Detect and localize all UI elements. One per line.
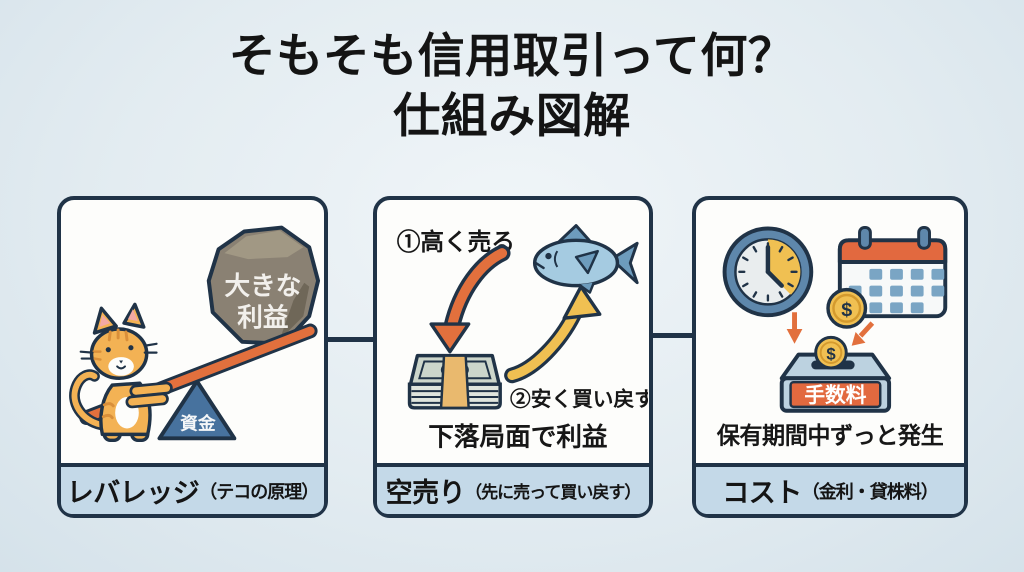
panel-cost-footer: コスト（金利・貸株料） (696, 463, 964, 514)
leverage-illustration: 大きな 利益 資金 (69, 225, 321, 443)
page-title-line2: 仕組み図解 (393, 89, 631, 142)
coin-in-slot-icon: $ (814, 335, 848, 370)
connector-line-left (328, 337, 373, 342)
page-title-line1: そもそも信用取引って何？ (228, 29, 796, 82)
short-selling-footer-label: 空売り (385, 478, 466, 508)
panel-cost: $ $ (692, 196, 968, 518)
panel-cost-body: $ $ (696, 200, 964, 463)
panel-short-selling-body: ①高く売る (377, 200, 649, 463)
down-arrow-icon (786, 312, 803, 344)
page-title: そもそも信用取引って何？ 仕組み図解 (0, 26, 1024, 146)
leverage-footer-sublabel: （テコの原理） (199, 481, 319, 502)
step2-label: ②安く買い戻す (510, 387, 648, 411)
diagonal-down-arrow-icon (851, 321, 875, 346)
coin-icon: $ (826, 287, 868, 329)
fee-box-label: 手数料 (804, 383, 866, 407)
money-stack-icon (407, 353, 502, 410)
short-selling-caption: 下落局面で利益 (428, 422, 607, 451)
cost-caption: 保有期間中ずっと発生 (716, 422, 944, 448)
short-selling-illustration: ①高く売る (397, 224, 648, 451)
leverage-footer-label: レバレッジ (66, 478, 200, 508)
panel-leverage-body: 大きな 利益 資金 (61, 200, 324, 463)
cost-footer-label: コスト (722, 478, 802, 508)
coin-dollar-symbol: $ (841, 299, 852, 321)
cat-icon (69, 302, 173, 443)
fee-box-icon: $ 手数料 (779, 335, 892, 413)
curved-down-arrow-icon (429, 244, 511, 354)
cost-illustration: $ $ (716, 226, 948, 448)
fulcrum-triangle-icon: 資金 (157, 379, 237, 441)
panel-leverage-footer: レバレッジ（テコの原理） (61, 463, 324, 514)
rock-icon: 大きな 利益 (206, 225, 321, 346)
connector-line-right (653, 333, 692, 338)
fulcrum-label: 資金 (180, 412, 216, 433)
cost-footer-sublabel: （金利・貸株料） (801, 481, 939, 502)
panel-leverage: 大きな 利益 資金 (57, 196, 328, 518)
panel-short-selling-footer: 空売り（先に売って買い戻す） (377, 463, 649, 514)
rock-label-line2: 利益 (237, 303, 288, 332)
fish-icon (532, 224, 639, 294)
short-selling-footer-sublabel: （先に売って買い戻す） (465, 483, 641, 502)
slot-coin-dollar-symbol: $ (826, 345, 836, 364)
curved-up-arrow-icon (504, 284, 602, 384)
clock-icon (722, 226, 814, 318)
panel-short-selling: ①高く売る (373, 196, 653, 518)
rock-label-line1: 大きな (225, 272, 302, 301)
